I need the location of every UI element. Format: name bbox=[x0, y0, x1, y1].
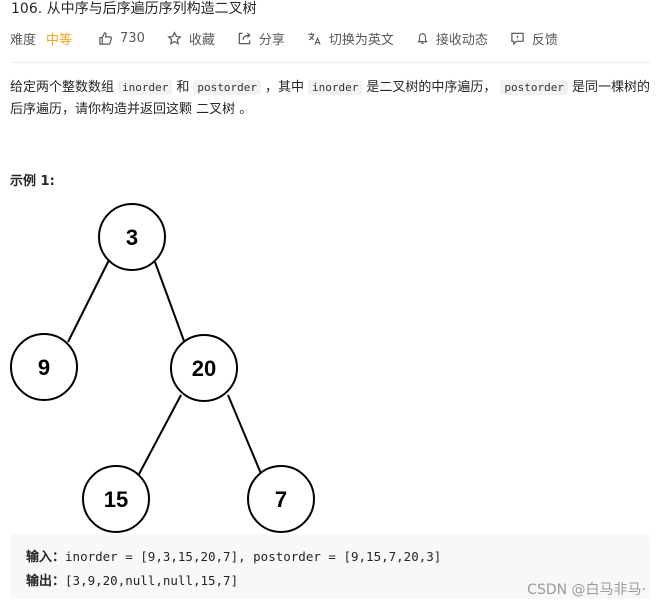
code-inorder: inorder bbox=[308, 80, 363, 95]
output-value: [3,9,20,null,null,15,7] bbox=[65, 573, 239, 588]
input-value: inorder = [9,3,15,20,7], postorder = [9,… bbox=[65, 549, 442, 564]
example-title: 示例 1: bbox=[10, 174, 55, 189]
feedback-label: 反馈 bbox=[531, 32, 558, 48]
favorite-button[interactable]: 收藏 bbox=[167, 29, 215, 48]
share-label: 分享 bbox=[258, 32, 285, 48]
desc-text: 是二叉树的中序遍历， bbox=[366, 80, 497, 95]
header-divider bbox=[10, 62, 650, 63]
desc-text: 是同一棵树的后序遍历，请你构造并返回这颗 二叉树 。 bbox=[10, 80, 651, 117]
notify-label: 接收动态 bbox=[435, 32, 488, 48]
example-io-block: 输入：inorder = [9,3,15,20,7], postorder = … bbox=[10, 534, 650, 599]
thumbs-up-icon bbox=[99, 31, 113, 45]
difficulty-label: 难度 bbox=[10, 32, 37, 48]
desc-text: ，其中 bbox=[265, 80, 305, 95]
problem-meta-bar: 难度 中等 730 收藏 分享 切换为英文 接收动态 bbox=[10, 29, 580, 48]
feedback-button[interactable]: 反馈 bbox=[510, 29, 558, 48]
tree-node-label: 15 bbox=[104, 487, 128, 512]
share-button[interactable]: 分享 bbox=[237, 29, 285, 48]
tree-node-label: 20 bbox=[192, 356, 216, 381]
code-postorder: postorder bbox=[500, 80, 568, 95]
tree-node-circle bbox=[98, 203, 166, 271]
switch-language-button[interactable]: 切换为英文 bbox=[307, 29, 394, 48]
difficulty-badge: 中等 bbox=[46, 32, 73, 48]
tree-edge bbox=[227, 394, 263, 477]
star-icon bbox=[167, 30, 182, 45]
problem-title: 106. 从中序与后序遍历序列构造二叉树 bbox=[11, 1, 257, 17]
tree-node-label: 7 bbox=[275, 487, 287, 512]
tree-edge bbox=[137, 394, 182, 477]
favorite-label: 收藏 bbox=[188, 32, 215, 48]
tree-node-circle bbox=[82, 465, 150, 533]
binary-tree-diagram: 3 9 20 15 7 bbox=[10, 203, 315, 533]
tree-node-circle bbox=[170, 334, 238, 402]
input-label: 输入： bbox=[26, 550, 66, 565]
watermark: CSDN @白马非马· bbox=[527, 582, 646, 598]
translate-icon bbox=[308, 32, 321, 45]
like-count: 730 bbox=[120, 30, 145, 46]
like-button[interactable]: 730 bbox=[98, 31, 145, 46]
tree-edge bbox=[154, 261, 185, 342]
tree-node-label: 9 bbox=[38, 355, 50, 380]
notify-button[interactable]: 接收动态 bbox=[416, 29, 488, 48]
switch-language-label: 切换为英文 bbox=[328, 32, 394, 48]
tree-node-circle bbox=[10, 333, 78, 401]
example-input-row: 输入：inorder = [9,3,15,20,7], postorder = … bbox=[26, 545, 650, 569]
code-postorder: postorder bbox=[193, 80, 261, 95]
bell-icon bbox=[417, 32, 428, 44]
feedback-icon bbox=[511, 32, 524, 45]
tree-node-circle bbox=[247, 465, 315, 533]
code-inorder: inorder bbox=[118, 80, 173, 95]
share-icon bbox=[238, 31, 251, 44]
tree-node-label: 3 bbox=[126, 225, 138, 250]
desc-text: 给定两个整数数组 bbox=[10, 80, 115, 95]
tree-edge bbox=[67, 257, 111, 343]
example-output-row: 输出：[3,9,20,null,null,15,7] bbox=[26, 569, 650, 593]
output-label: 输出： bbox=[26, 574, 66, 589]
desc-text: 和 bbox=[176, 80, 190, 95]
